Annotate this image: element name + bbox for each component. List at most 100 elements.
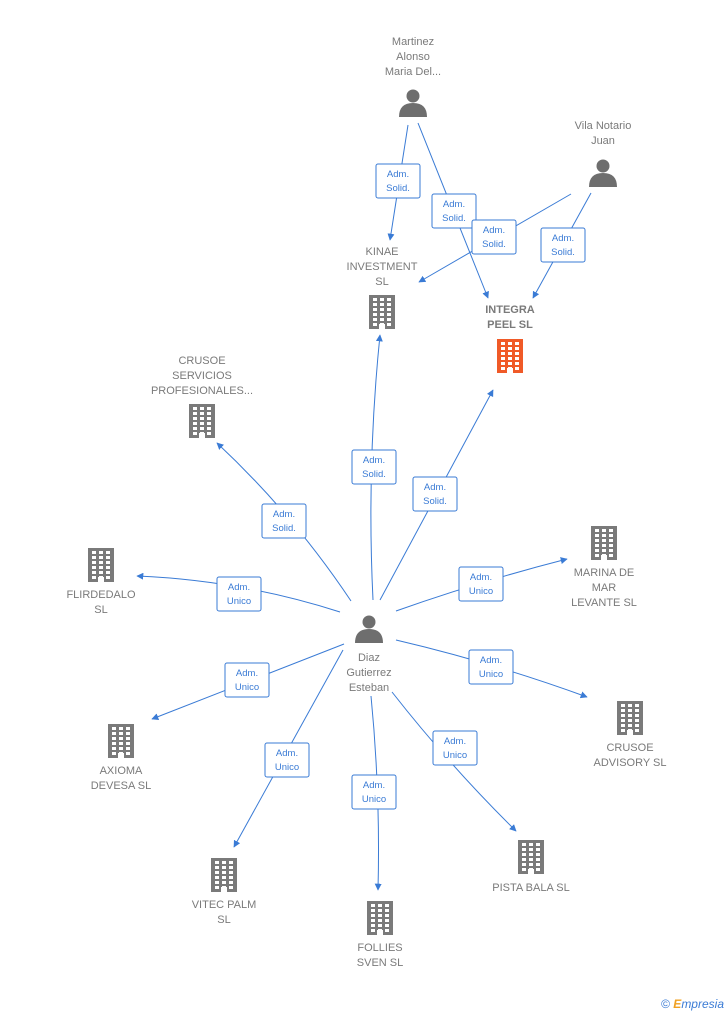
edge-label-box bbox=[458, 566, 504, 602]
building-window bbox=[99, 556, 103, 559]
building-window bbox=[112, 747, 116, 750]
edge-label-line: Adm. bbox=[276, 748, 298, 759]
edge-label-line: Adm. bbox=[228, 582, 250, 593]
building-icon[interactable] bbox=[518, 840, 544, 874]
building-icon[interactable] bbox=[211, 858, 237, 892]
building-window bbox=[515, 357, 519, 360]
building-icon[interactable] bbox=[88, 548, 114, 582]
building-window bbox=[112, 742, 116, 745]
building-window bbox=[92, 576, 96, 579]
building-window bbox=[229, 881, 233, 884]
node-label-line: VITEC PALM bbox=[192, 899, 257, 911]
building-window bbox=[229, 861, 233, 864]
building-window bbox=[222, 871, 226, 874]
building-window bbox=[595, 539, 599, 542]
building-window bbox=[229, 886, 233, 889]
building-icon[interactable] bbox=[367, 901, 393, 935]
building-window bbox=[222, 866, 226, 869]
edge-label-box bbox=[471, 219, 517, 255]
edge-label-line: Solid. bbox=[386, 183, 410, 194]
building-window bbox=[112, 737, 116, 740]
building-window bbox=[92, 566, 96, 569]
edge-label-diaz-to-flirdedalo: Adm.Unico bbox=[216, 576, 262, 612]
edge-label-box bbox=[351, 449, 397, 485]
building-window bbox=[373, 308, 377, 311]
building-window bbox=[200, 422, 204, 425]
edge-label-line: Unico bbox=[275, 762, 299, 773]
building-window bbox=[609, 534, 613, 537]
building-window bbox=[373, 303, 377, 306]
building-window bbox=[380, 298, 384, 301]
building-door bbox=[601, 555, 607, 560]
building-window bbox=[501, 352, 505, 355]
building-window bbox=[112, 727, 116, 730]
brand-name: mpresia bbox=[681, 997, 724, 1011]
node-label-line: MAR bbox=[592, 582, 617, 594]
node-label-crusoe_serv[interactable]: CRUSOESERVICIOSPROFESIONALES... bbox=[151, 355, 253, 397]
edge-label-martinez-to-kinae: Adm.Solid. bbox=[375, 163, 421, 199]
building-window bbox=[371, 909, 375, 912]
node-label-line: CRUSOE bbox=[606, 742, 653, 754]
building-window bbox=[515, 342, 519, 345]
building-window bbox=[508, 347, 512, 350]
edge-label-line: Adm. bbox=[483, 225, 505, 236]
edge-label-diaz-to-integra: Adm. Solid. bbox=[412, 476, 458, 512]
building-icon[interactable] bbox=[369, 295, 395, 329]
edge-label-line: Solid. bbox=[362, 469, 386, 480]
node-label-line: SL bbox=[375, 276, 388, 288]
person-icon[interactable] bbox=[589, 159, 617, 188]
building-window bbox=[529, 858, 533, 861]
building-window bbox=[229, 871, 233, 874]
building-icon[interactable] bbox=[108, 724, 134, 758]
building-window bbox=[119, 737, 123, 740]
building-door bbox=[379, 324, 385, 329]
building-icon[interactable] bbox=[189, 404, 215, 438]
person-icon[interactable] bbox=[399, 89, 427, 118]
building-window bbox=[385, 914, 389, 917]
node-label-line: Martinez bbox=[392, 36, 434, 48]
building-window bbox=[378, 909, 382, 912]
building-window bbox=[536, 853, 540, 856]
node-label-line: FLIRDEDALO bbox=[66, 589, 136, 601]
edge-label-vila-to-kinae: Adm.Solid. bbox=[471, 219, 517, 255]
edge-label-line: Solid. bbox=[423, 496, 447, 507]
building-icon[interactable] bbox=[617, 701, 643, 735]
building-window bbox=[119, 742, 123, 745]
building-window bbox=[529, 848, 533, 851]
building-icon[interactable] bbox=[591, 526, 617, 560]
building-window bbox=[378, 904, 382, 907]
building-window bbox=[193, 427, 197, 430]
building-window bbox=[595, 554, 599, 557]
building-window bbox=[501, 362, 505, 365]
node-label-line: KINAE bbox=[365, 246, 398, 258]
building-window bbox=[112, 752, 116, 755]
building-window bbox=[193, 412, 197, 415]
node-label-line: AXIOMA bbox=[100, 765, 143, 777]
building-window bbox=[106, 551, 110, 554]
building-window bbox=[621, 719, 625, 722]
person-icon[interactable] bbox=[355, 615, 383, 644]
node-label-line: Alonso bbox=[396, 51, 430, 63]
building-window bbox=[126, 752, 130, 755]
building-icon[interactable] bbox=[497, 339, 523, 373]
edge-label-line: Adm. bbox=[424, 482, 446, 493]
node-label-line: Vila Notario bbox=[575, 120, 632, 132]
node-label-pista[interactable]: PISTA BALA SL bbox=[492, 882, 569, 894]
edge-label-line: Adm. bbox=[480, 655, 502, 666]
edge-label-diaz-to-crusoe_adv: Adm.Unico bbox=[468, 649, 514, 685]
building-window bbox=[515, 362, 519, 365]
building-window bbox=[387, 323, 391, 326]
edge-label-line: Adm. bbox=[443, 199, 465, 210]
